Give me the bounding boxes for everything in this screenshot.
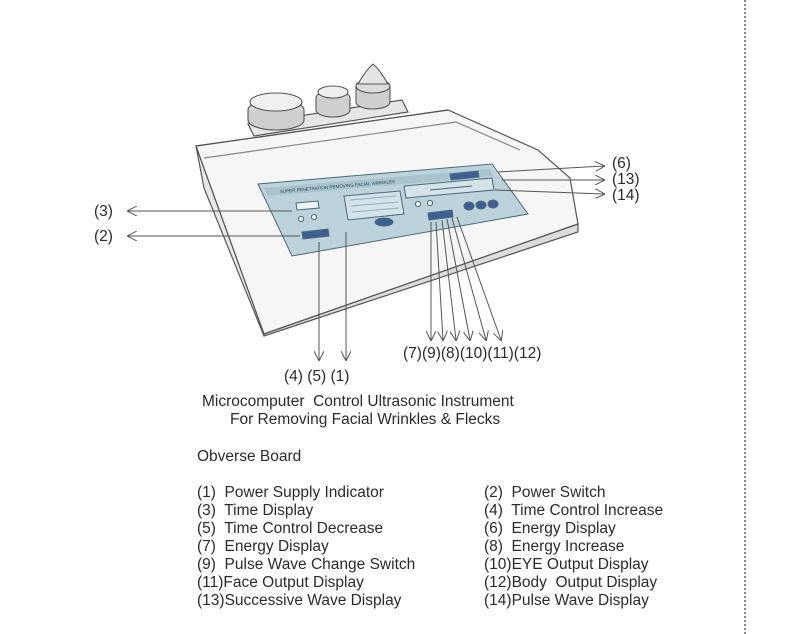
legend-item: (13)Successive Wave Display <box>197 592 402 609</box>
face-handpiece <box>315 85 351 118</box>
callout-3: (3) <box>94 203 113 220</box>
callout-2: (2) <box>94 228 113 245</box>
time-display <box>295 200 320 211</box>
legend-item: (14)Pulse Wave Display <box>484 592 649 609</box>
body-output-button-icon <box>487 199 499 209</box>
energy-increase-button-icon <box>414 200 422 208</box>
title-line-1: Microcomputer Control Ultrasonic Instrum… <box>202 393 514 410</box>
callout-bottom-left: (4) (5) (1) <box>284 368 350 385</box>
legend-item: (3) Time Display <box>197 502 314 519</box>
time-increase-button-icon <box>297 215 305 223</box>
pulse-wave-switch-button <box>427 209 454 221</box>
energy-decrease-button-icon <box>426 199 434 207</box>
eye-handpiece <box>355 63 391 110</box>
title-line-2: For Removing Facial Wrinkles & Flecks <box>230 411 501 428</box>
legend-item: (6) Energy Display <box>484 520 616 537</box>
face-output-button-icon <box>475 200 487 210</box>
body-handpiece <box>247 92 305 131</box>
legend-left: (1) Power Supply Indicator (3) Time Disp… <box>197 484 415 610</box>
eye-output-button-icon <box>463 201 475 211</box>
page-edge-divider <box>744 0 746 634</box>
handpieces <box>247 63 391 131</box>
control-panel: SUPER PENETRATION REMOVING FACIAL WRINKL… <box>257 163 529 257</box>
callout-bottom-right: (7)(9)(8)(10)(11)(12) <box>403 345 542 362</box>
legend-item: (11)Face Output Display <box>197 574 364 591</box>
callout-6: (6) <box>612 155 631 172</box>
legend-right: (2) Power Switch (4) Time Control Increa… <box>484 484 663 610</box>
time-decrease-button-icon <box>310 213 318 221</box>
legend-item: (10)EYE Output Display <box>484 556 649 573</box>
legend-item: (4) Time Control Increase <box>484 502 664 519</box>
callout-14: (14) <box>612 187 640 204</box>
legend-item: (9) Pulse Wave Change Switch <box>197 556 416 573</box>
legend-item: (8) Energy Increase <box>484 538 625 555</box>
energy-display <box>449 170 480 181</box>
callout-13: (13) <box>612 171 640 188</box>
leader-lines <box>128 166 604 360</box>
center-display-area <box>343 190 405 221</box>
power-switch-button <box>301 228 330 240</box>
legend-item: (2) Power Switch <box>484 484 606 501</box>
legend-item: (7) Energy Display <box>197 538 329 555</box>
legend-item: (1) Power Supply Indicator <box>197 484 384 501</box>
section-heading: Obverse Board <box>197 448 302 465</box>
legend-item: (12)Body Output Display <box>484 574 658 591</box>
legend-item: (5) Time Control Decrease <box>197 520 384 537</box>
brand-logo-icon <box>374 217 394 227</box>
